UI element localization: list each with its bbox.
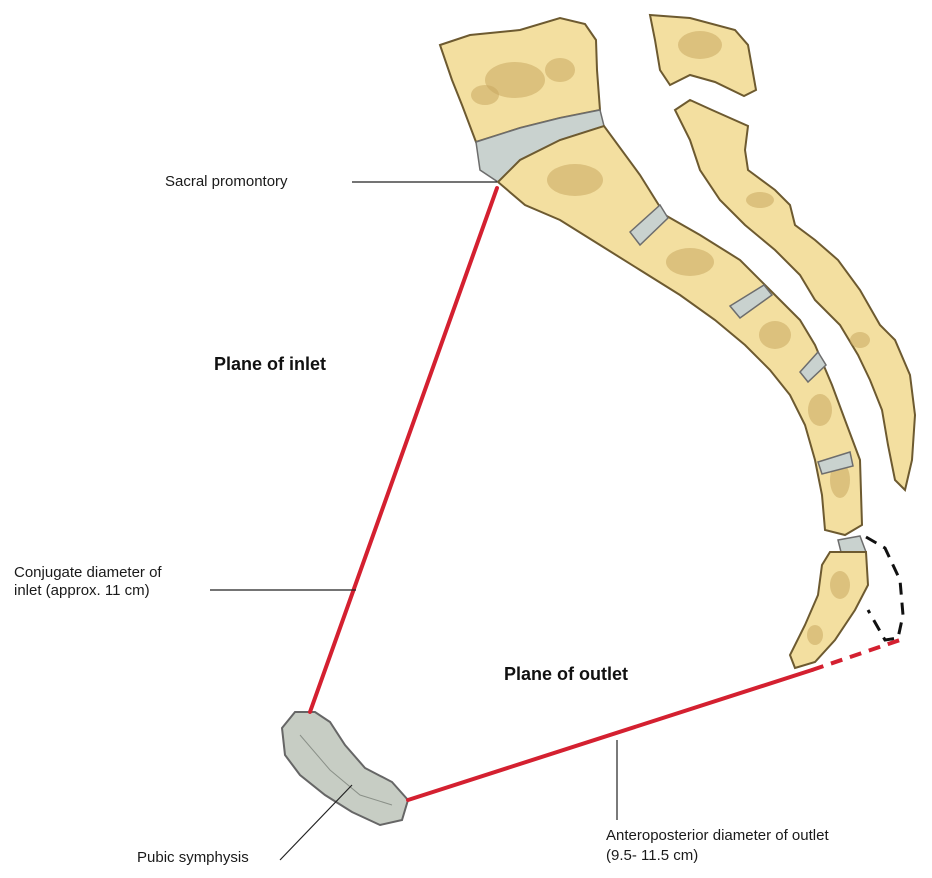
ap-diameter-outlet-line: [408, 670, 812, 800]
label-conjugate-diameter-line1: Conjugate diameter of: [14, 563, 162, 582]
label-ap-diameter-line2: (9.5- 11.5 cm): [606, 846, 698, 865]
label-sacral-promontory: Sacral promontory: [165, 172, 288, 191]
pubic-symphysis-shape: [282, 712, 408, 825]
label-ap-diameter-line1: Anteroposterior diameter of outlet: [606, 826, 829, 845]
label-plane-of-inlet: Plane of inlet: [214, 355, 326, 374]
label-plane-of-outlet: Plane of outlet: [504, 665, 628, 684]
label-conjugate-diameter-line2: inlet (approx. 11 cm): [14, 581, 150, 600]
leader-pubic-symphysis: [280, 785, 352, 860]
conjugate-diameter-line: [310, 188, 497, 712]
label-pubic-symphysis: Pubic symphysis: [137, 848, 249, 867]
spinous-process: [650, 15, 756, 96]
sacrum: [498, 126, 862, 535]
coccyx: [790, 536, 868, 668]
coccyx-movement-outline: [866, 537, 903, 640]
